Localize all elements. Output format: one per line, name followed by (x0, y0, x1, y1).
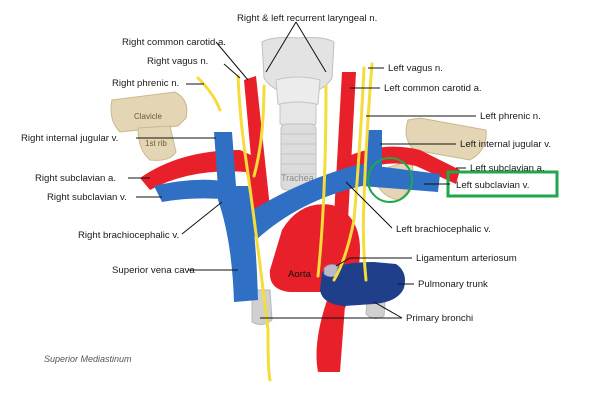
highlight-circle (367, 157, 413, 203)
trachea (280, 123, 317, 191)
aorta (269, 204, 360, 372)
label-right-common-carotid: Right common carotid a. (122, 37, 226, 48)
label-right-vagus: Right vagus n. (147, 56, 208, 67)
clavicle-label: Clavicle (134, 112, 163, 121)
right-veins (154, 132, 258, 302)
label-left-brachiocephalic: Left brachiocephalic v. (396, 224, 491, 235)
label-left-common-carotid: Left common carotid a. (384, 83, 482, 94)
label-left-subclavian-a: Left subclavian a. (470, 163, 545, 174)
pulmonary-trunk (320, 262, 405, 306)
label-left-phrenic: Left phrenic n. (480, 111, 541, 122)
label-left-subclavian-v: Left subclavian v. (456, 180, 529, 191)
left-veins (246, 130, 440, 240)
label-primary-bronchi: Primary bronchi (406, 313, 473, 324)
label-right-phrenic: Right phrenic n. (112, 78, 179, 89)
right-first-rib (137, 125, 177, 161)
label-right-internal-jugular: Right internal jugular v. (21, 133, 118, 144)
aorta-label: Aorta (288, 269, 312, 280)
label-recurrent-laryngeal: Right & left recurrent laryngeal n. (237, 13, 377, 24)
right-arteries (140, 76, 270, 212)
diagram-caption: Superior Mediastinum (44, 354, 132, 364)
label-right-subclavian-a: Right subclavian a. (35, 173, 116, 184)
first-rib-label: 1st rib (145, 139, 167, 148)
label-right-subclavian-v: Right subclavian v. (47, 192, 127, 203)
trachea-label: Trachea (281, 173, 314, 183)
label-right-brachiocephalic: Right brachiocephalic v. (78, 230, 179, 241)
label-ligamentum-arteriosum: Ligamentum arteriosum (416, 253, 517, 264)
nerves (196, 62, 374, 382)
label-superior-vena-cava: Superior vena cava (112, 265, 195, 276)
label-pulmonary-trunk: Pulmonary trunk (418, 279, 488, 290)
leader-lines (128, 21, 476, 319)
right-clavicle (110, 91, 188, 161)
labels: Right & left recurrent laryngeal n. Righ… (21, 13, 551, 364)
label-left-vagus: Left vagus n. (388, 63, 443, 74)
label-left-internal-jugular: Left internal jugular v. (460, 139, 551, 150)
larynx (261, 37, 335, 129)
